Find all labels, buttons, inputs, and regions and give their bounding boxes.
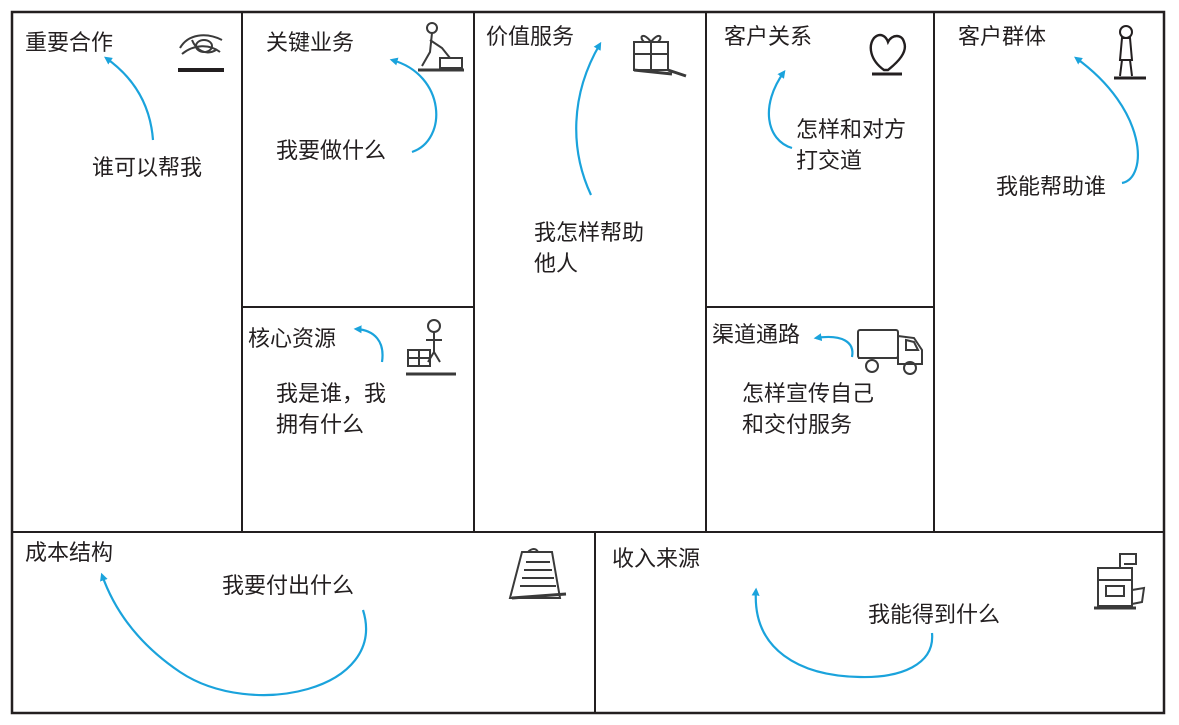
person-icon: [1114, 25, 1146, 80]
arrow-key-partners: [104, 56, 155, 141]
arrow-key-activities: [389, 57, 438, 154]
arrow-cost-structure: [100, 572, 367, 697]
cash-register-icon: [1094, 553, 1146, 610]
truck-icon: [857, 329, 923, 375]
handshake-icon: [178, 34, 224, 72]
customer-segments-question: 我能帮助谁: [996, 175, 1107, 200]
customer-segments-title: 客户群体: [958, 25, 1047, 50]
cost-structure-question: 我要付出什么: [222, 574, 355, 599]
gift-icon: [633, 35, 687, 78]
channels-question: 怎样宣传自己 和交付服务: [742, 382, 875, 438]
arrow-customer-segments: [1074, 56, 1139, 185]
key-activities-question: 我要做什么: [276, 139, 387, 164]
key-partners-question: 谁可以帮我: [92, 156, 203, 181]
channels-title: 渠道通路: [712, 323, 801, 348]
arrow-customer-relationships: [767, 70, 793, 150]
resources-person-icon: [406, 319, 456, 376]
cost-structure-title: 成本结构: [25, 541, 114, 566]
key-resources-question: 我是谁，我 拥有什么: [276, 382, 387, 438]
grid-lines: [10, 10, 1166, 715]
customer-relationships-title: 客户关系: [724, 25, 813, 50]
key-activities-title: 关键业务: [266, 31, 355, 56]
key-resources-title: 核心资源: [248, 327, 337, 352]
arrow-revenue-streams: [751, 587, 934, 679]
revenue-streams-question: 我能得到什么: [868, 603, 1001, 628]
value-propositions-title: 价值服务: [486, 25, 575, 50]
heart-icon: [869, 33, 907, 76]
arrow-channels: [813, 333, 854, 358]
arrows: [100, 41, 1139, 697]
revenue-streams-title: 收入来源: [612, 547, 701, 572]
arrow-key-resources: [353, 325, 384, 363]
bill-icon: [508, 548, 567, 600]
key-partners-title: 重要合作: [25, 31, 114, 56]
arrow-value-propositions: [575, 41, 602, 196]
outer-border: [10, 10, 1166, 715]
value-propositions-question: 我怎样帮助 他人: [534, 221, 645, 277]
customer-relationships-question: 怎样和对方 打交道: [796, 118, 907, 174]
worker-icon: [418, 22, 464, 72]
